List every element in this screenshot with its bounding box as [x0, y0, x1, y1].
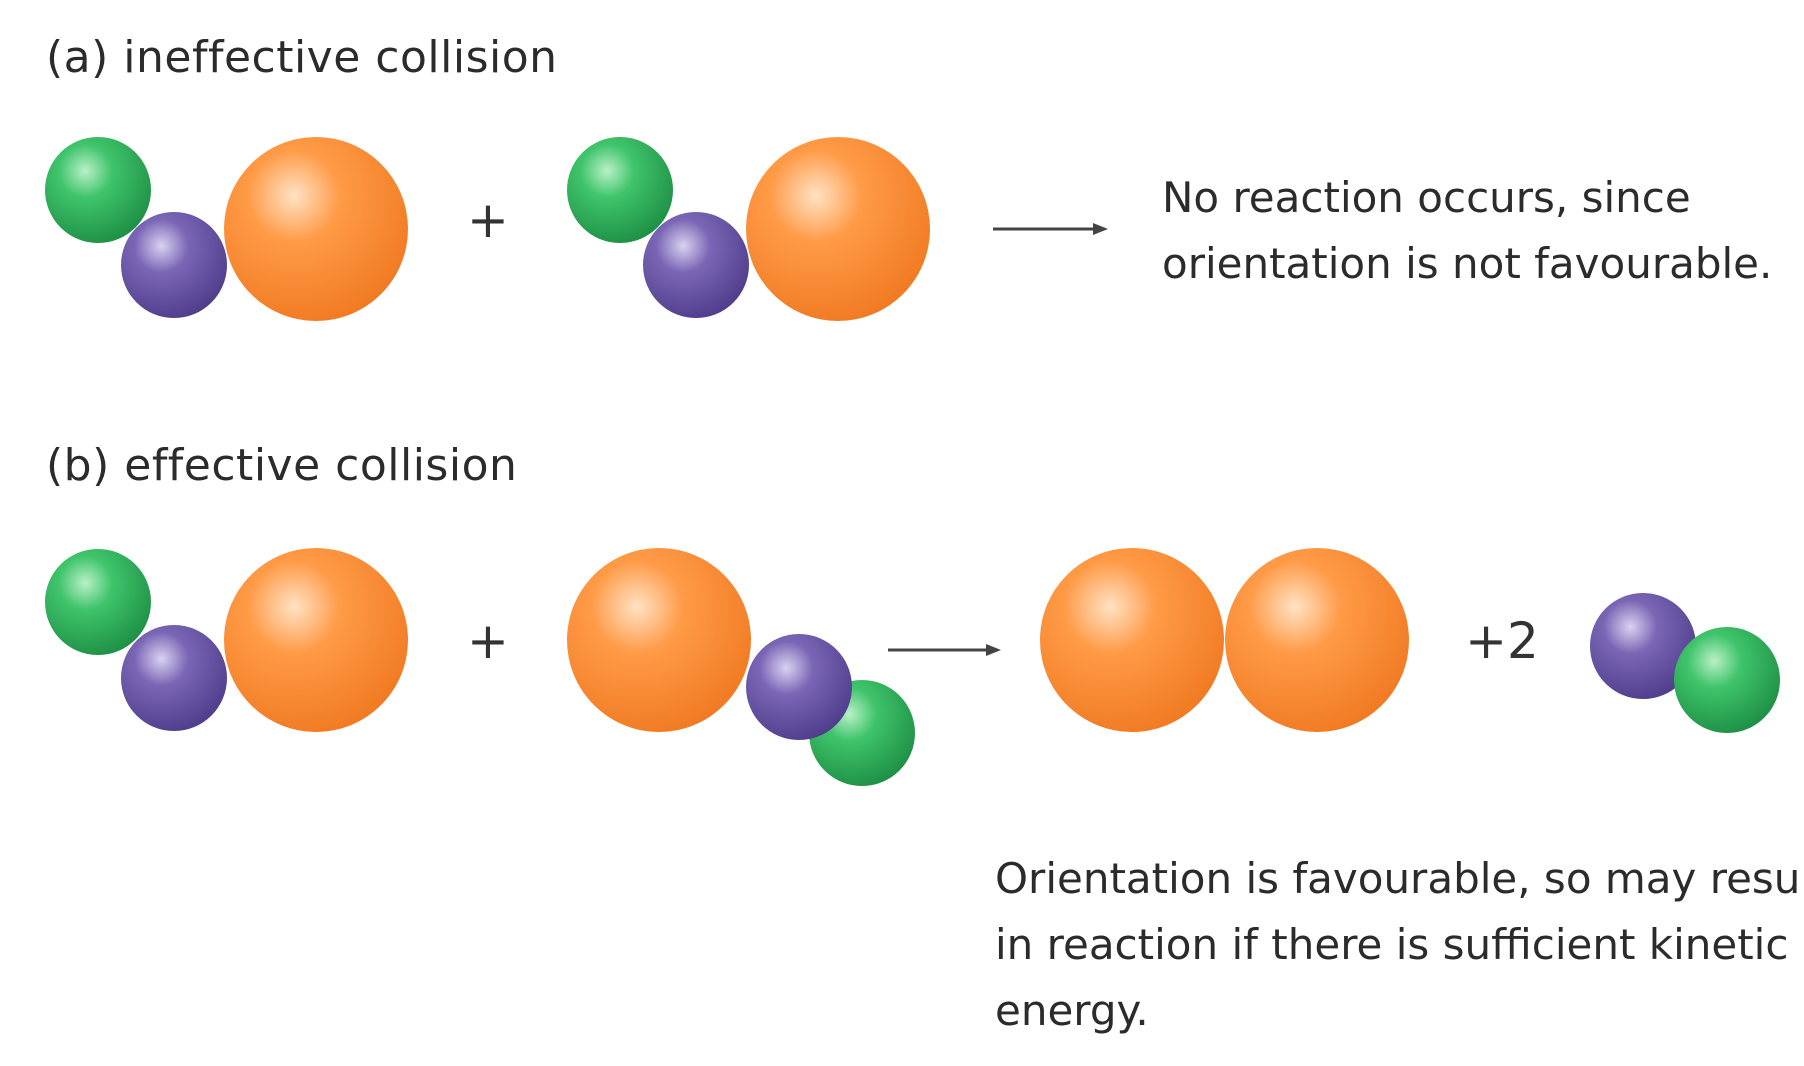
description-line: in reaction if there is sufficient kinet…	[995, 920, 1789, 969]
plus-sign-a: +	[467, 191, 509, 249]
purple-atom	[643, 212, 749, 318]
orange-atom	[1225, 548, 1409, 732]
purple-atom	[746, 634, 852, 740]
purple-atom	[1590, 593, 1696, 699]
section-b-description: Orientation is favourable, so may result…	[995, 846, 1804, 1044]
reactant-b2-molecule	[567, 548, 915, 786]
reactant-a2-molecule	[567, 137, 930, 321]
plus-sign-b: +	[467, 612, 509, 670]
plus-two-label: +2	[1465, 612, 1539, 670]
green-atom	[1674, 627, 1780, 733]
green-atom	[45, 137, 151, 243]
reaction-arrow-b	[888, 644, 1001, 656]
orange-atom	[1040, 548, 1224, 732]
description-line: orientation is not favourable.	[1162, 239, 1773, 288]
section-a-description: No reaction occurs, since orientation is…	[1162, 165, 1772, 297]
reactant-b1-molecule	[45, 548, 408, 732]
section-a-title: (a) ineffective collision	[46, 32, 558, 83]
reaction-arrow-a	[993, 223, 1108, 235]
description-line: energy.	[995, 986, 1149, 1035]
description-line: Orientation is favourable, so may result	[995, 854, 1804, 903]
green-atom	[567, 137, 673, 243]
product-purple-green-molecule	[1590, 593, 1780, 733]
orange-atom	[746, 137, 930, 321]
purple-atom	[121, 212, 227, 318]
green-atom	[45, 549, 151, 655]
purple-atom	[121, 625, 227, 731]
orange-atom	[224, 548, 408, 732]
section-b-title: (b) effective collision	[46, 440, 518, 491]
product-orange-diatomic	[1040, 548, 1409, 732]
description-line: No reaction occurs, since	[1162, 173, 1691, 222]
orange-atom	[224, 137, 408, 321]
orange-atom	[567, 548, 751, 732]
reactant-a1-molecule	[45, 137, 408, 321]
